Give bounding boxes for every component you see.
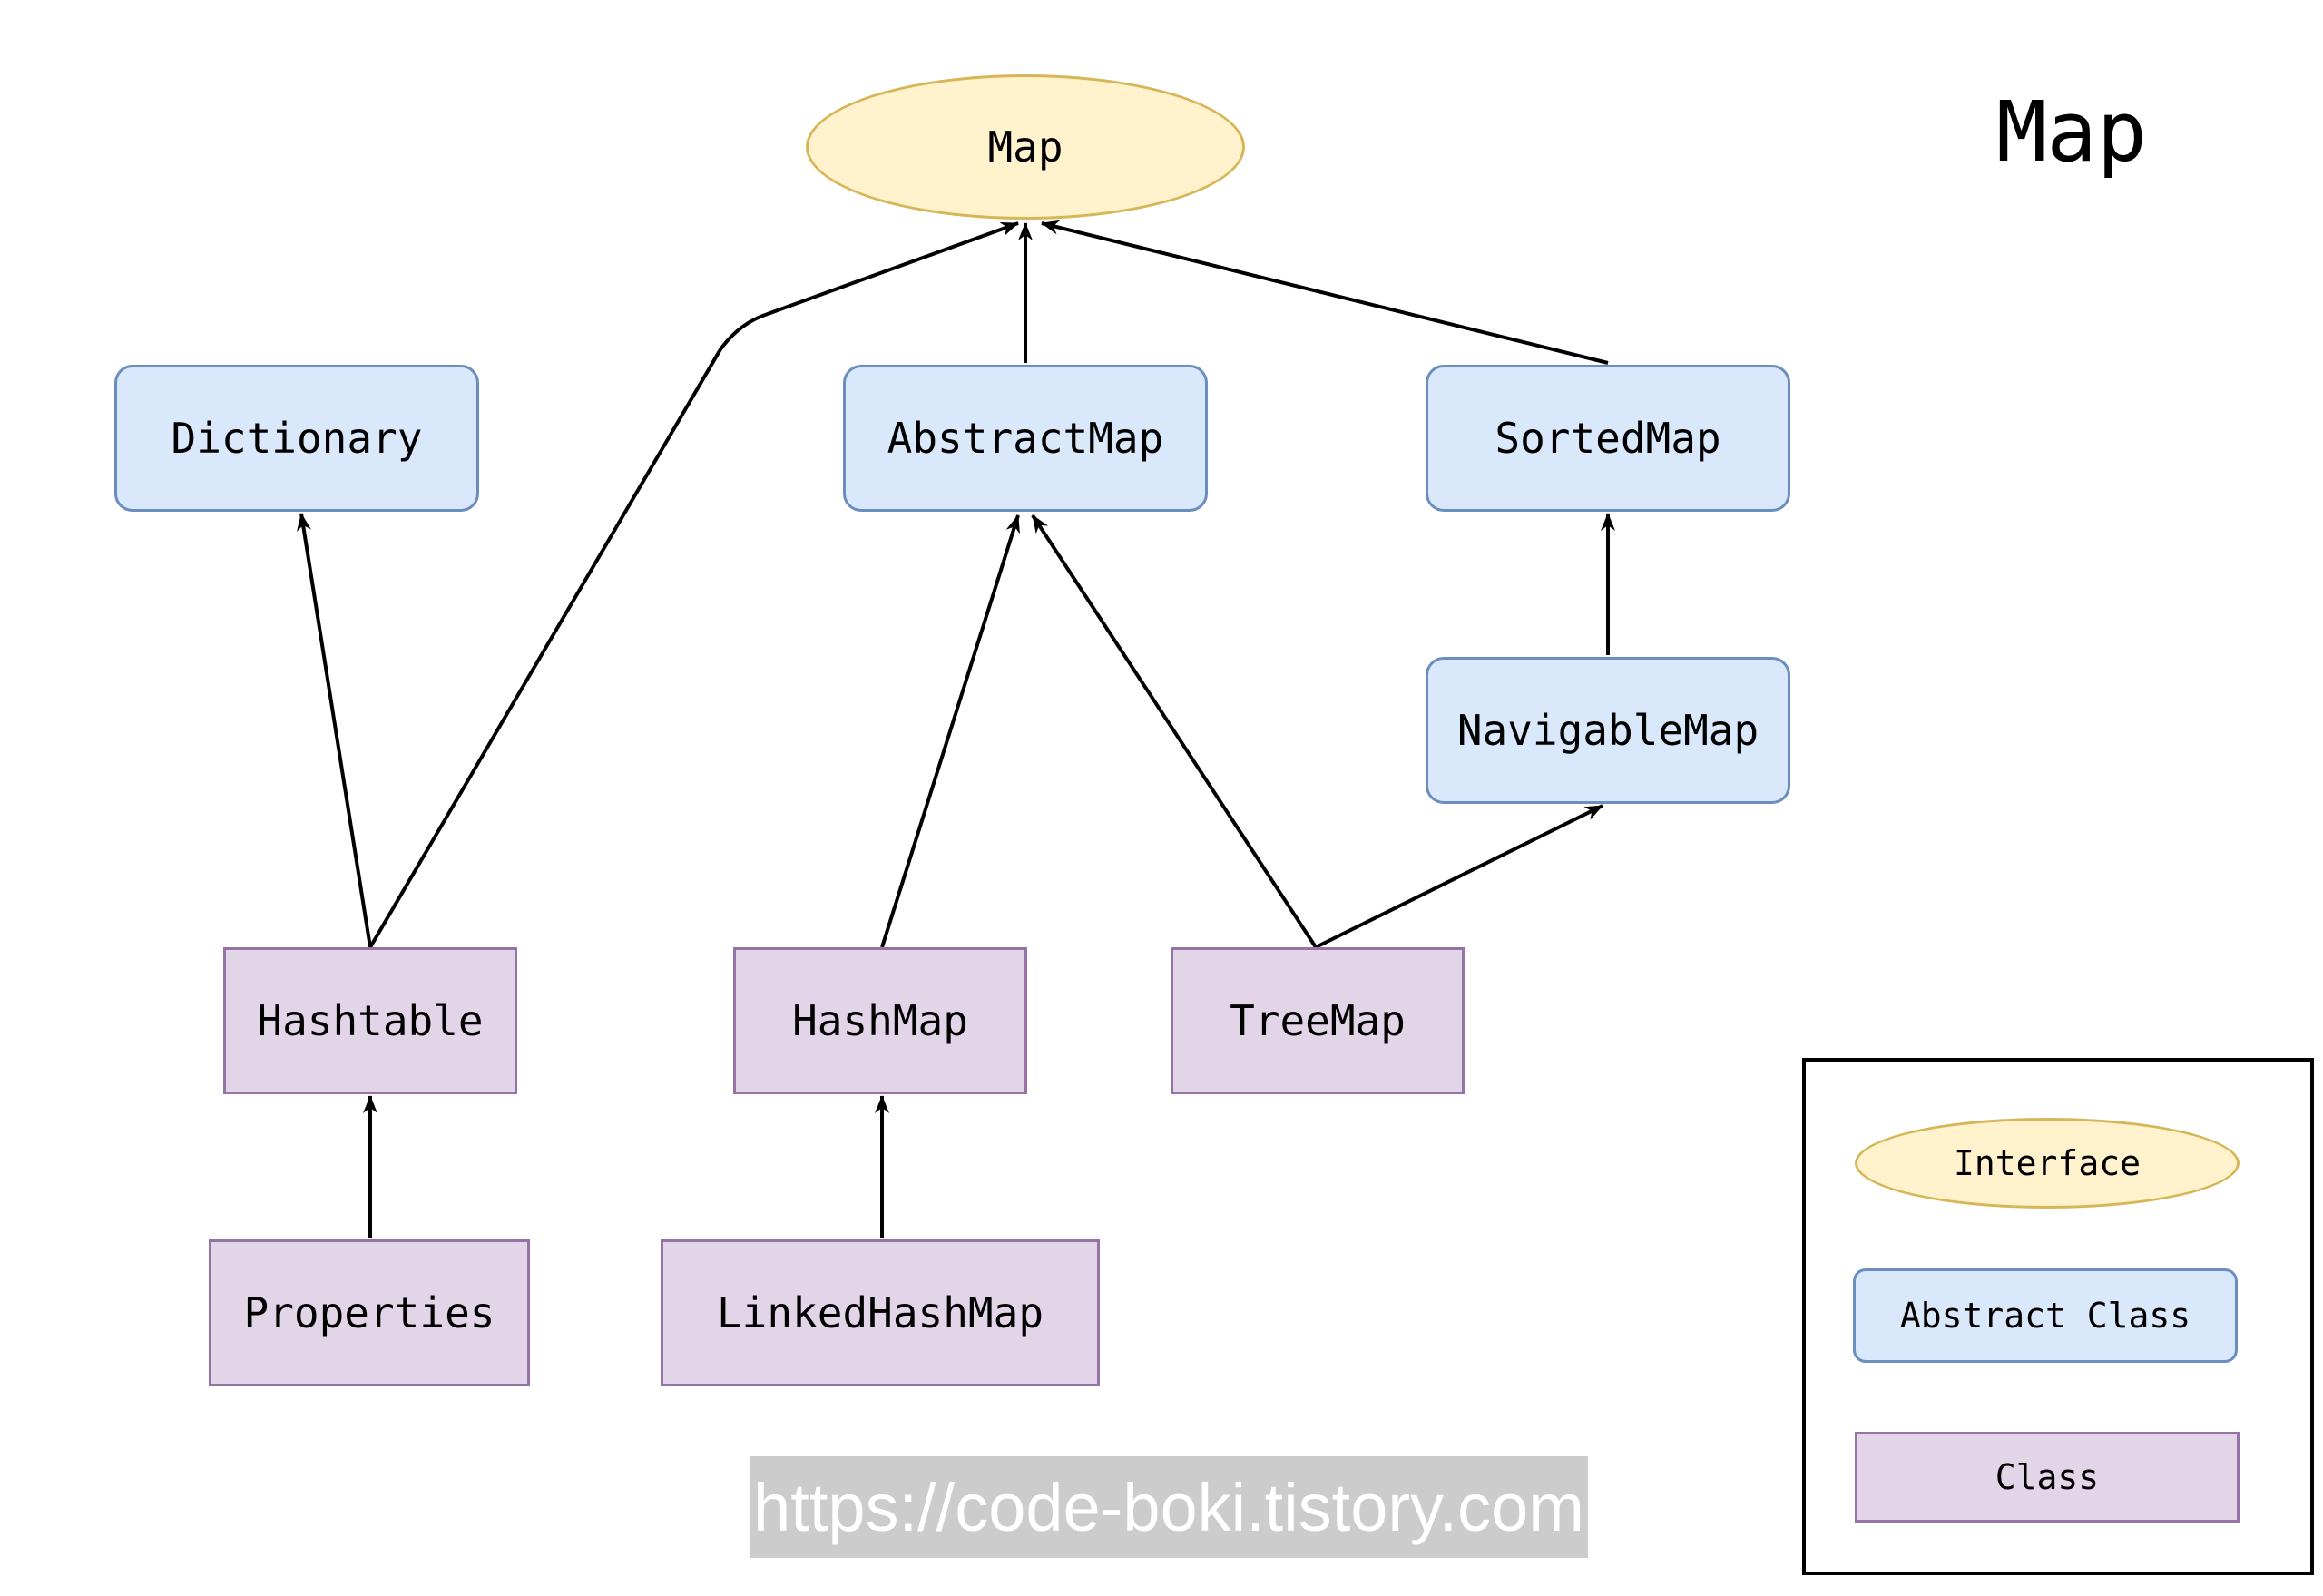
hashmap-node: HashMap bbox=[733, 947, 1027, 1094]
map-label: Map bbox=[987, 122, 1063, 171]
properties-node: Properties bbox=[209, 1239, 530, 1386]
edge-hashtable-dictionary bbox=[297, 513, 372, 948]
edge-sortedmap-map bbox=[1041, 220, 1609, 365]
edge-hashmap-abstractmap bbox=[880, 514, 1020, 948]
dictionary-node: Dictionary bbox=[114, 365, 479, 512]
sortedmap-label: SortedMap bbox=[1495, 414, 1721, 463]
legend-interface-label: Interface bbox=[1954, 1143, 2141, 1183]
sortedmap-node: SortedMap bbox=[1426, 365, 1790, 512]
abstractmap-label: AbstractMap bbox=[887, 414, 1164, 463]
diagram-title: Map bbox=[1996, 83, 2148, 181]
edge-hashtable-map bbox=[368, 221, 1019, 949]
navigablemap-label: NavigableMap bbox=[1456, 706, 1759, 755]
legend-interface-swatch: Interface bbox=[1855, 1118, 2240, 1209]
properties-label: Properties bbox=[243, 1288, 495, 1337]
legend-abstract-class-swatch: Abstract Class bbox=[1853, 1268, 2238, 1363]
legend-class-label: Class bbox=[1995, 1457, 2100, 1497]
legend-abstract-class-label: Abstract Class bbox=[1899, 1296, 2191, 1336]
edge-treemap-abstractmap bbox=[1031, 514, 1318, 949]
navigablemap-node: NavigableMap bbox=[1426, 657, 1790, 804]
abstractmap-node: AbstractMap bbox=[843, 365, 1208, 512]
dictionary-label: Dictionary bbox=[171, 414, 423, 463]
treemap-label: TreeMap bbox=[1230, 996, 1406, 1045]
hashmap-label: HashMap bbox=[792, 996, 968, 1045]
watermark-url: https://code-boki.tistory.com bbox=[750, 1456, 1588, 1558]
hashtable-label: Hashtable bbox=[257, 996, 484, 1045]
legend-class-swatch: Class bbox=[1855, 1432, 2240, 1523]
linkedhashmap-label: LinkedHashMap bbox=[716, 1288, 1044, 1337]
linkedhashmap-node: LinkedHashMap bbox=[661, 1239, 1100, 1386]
map-interface-node: Map bbox=[806, 74, 1245, 220]
hashtable-node: Hashtable bbox=[223, 947, 517, 1094]
treemap-node: TreeMap bbox=[1171, 947, 1465, 1094]
edge-treemap-navigablemap bbox=[1315, 804, 1603, 949]
